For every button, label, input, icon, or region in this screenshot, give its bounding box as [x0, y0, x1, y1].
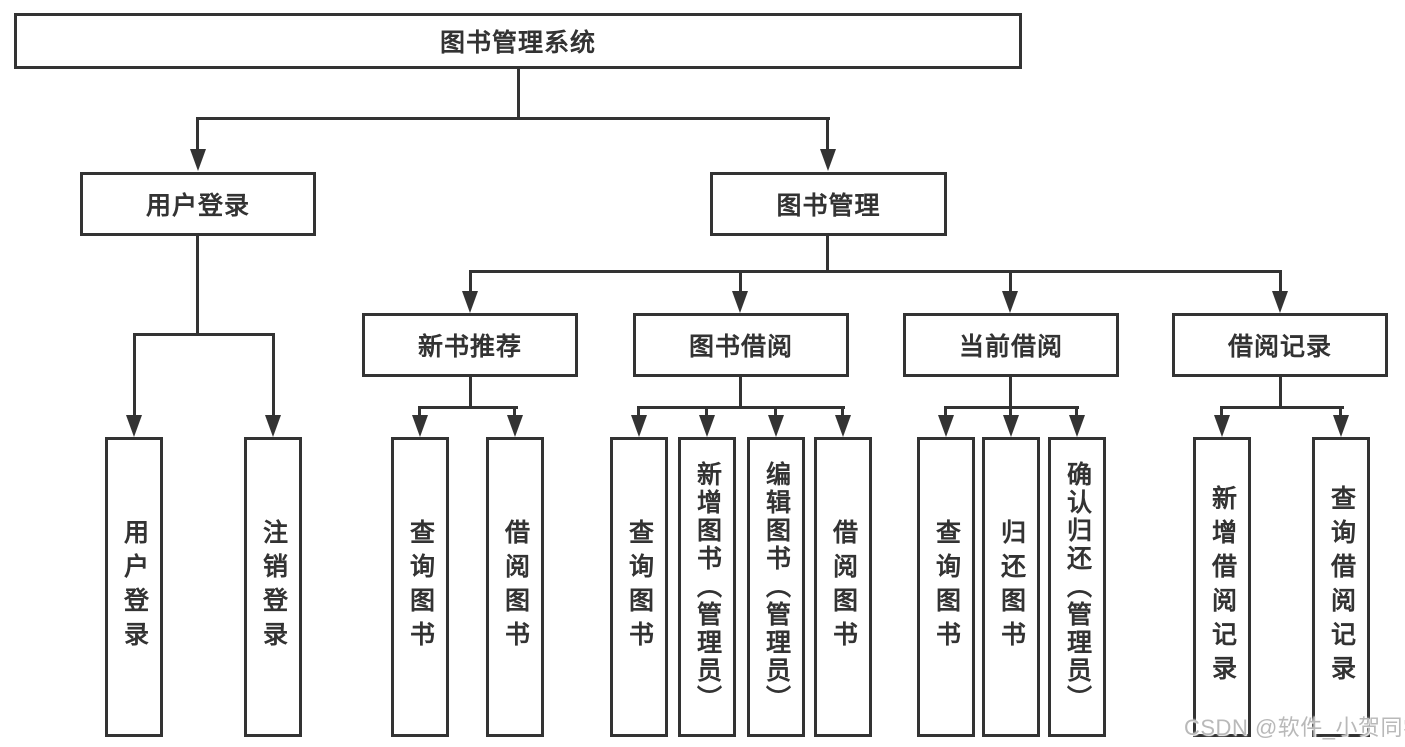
leaf-borrow-books: 借阅图书 — [814, 437, 872, 737]
arrowhead-book-management — [820, 149, 836, 171]
leaf-user-login: 用户登录 — [105, 437, 163, 737]
connector-root-stem — [517, 69, 520, 118]
node-current-borrow: 当前借阅 — [903, 313, 1119, 377]
connector-borrow-records-stem — [1279, 377, 1282, 409]
connector-stub — [774, 406, 777, 417]
arrowhead-new-book — [462, 291, 478, 313]
leaf-query-borrow-record: 查询借阅记录 — [1312, 437, 1370, 737]
arrowhead-leaf-logout — [265, 415, 281, 437]
connector-user-login-hline — [133, 333, 275, 336]
connector-user-login-stem — [196, 236, 199, 336]
connector-stub — [705, 406, 708, 417]
csdn-watermark: CSDN @软件_小贺同学 — [1184, 715, 1405, 740]
connector-stub-user-login — [196, 117, 199, 151]
arrowhead-current-borrow — [1002, 291, 1018, 313]
connector-borrow-records-hline — [1220, 406, 1344, 409]
arrowhead-leaf-login — [126, 415, 142, 437]
arrowhead-leaf — [768, 415, 784, 437]
connector-book-management-stem — [826, 236, 829, 273]
node-book-management: 图书管理 — [710, 172, 947, 236]
leaf-query-books: 查询图书 — [610, 437, 668, 737]
connector-stub — [513, 406, 516, 417]
leaf-return-books: 归还图书 — [982, 437, 1040, 737]
connector-current-borrow-stem — [1009, 377, 1012, 409]
arrowhead-leaf — [1069, 415, 1085, 437]
arrowhead-leaf — [835, 415, 851, 437]
arrowhead-leaf — [412, 415, 428, 437]
arrowhead-leaf — [631, 415, 647, 437]
leaf-confirm-return-admin: 确认归还（管理员） — [1048, 437, 1106, 737]
connector-stub — [841, 406, 844, 417]
node-root-library-management-system: 图书管理系统 — [14, 13, 1022, 69]
connector-new-book-hline — [418, 406, 518, 409]
connector-stub-current-borrow — [1009, 270, 1012, 293]
arrowhead-leaf — [938, 415, 954, 437]
connector-stub-leaf-login — [133, 333, 136, 415]
connector-stub — [944, 406, 947, 417]
leaf-borrow-books: 借阅图书 — [486, 437, 544, 737]
connector-stub-new-book — [469, 270, 472, 293]
arrowhead-leaf — [699, 415, 715, 437]
arrowhead-user-login — [190, 149, 206, 171]
connector-stub-book-management — [826, 117, 829, 151]
connector-book-borrow-stem — [739, 377, 742, 409]
connector-stub-borrow-records — [1279, 270, 1282, 293]
connector-stub — [1339, 406, 1342, 417]
connector-level1-hline — [196, 117, 830, 120]
node-book-borrow: 图书借阅 — [633, 313, 849, 377]
node-borrow-records: 借阅记录 — [1172, 313, 1388, 377]
connector-new-book-stem — [469, 377, 472, 409]
node-user-login: 用户登录 — [80, 172, 316, 236]
arrowhead-leaf — [1333, 415, 1349, 437]
node-new-book-recommend: 新书推荐 — [362, 313, 578, 377]
leaf-edit-books-admin: 编辑图书（管理员） — [747, 437, 805, 737]
connector-level3-hline — [469, 270, 1282, 273]
connector-stub — [1009, 406, 1012, 417]
arrowhead-leaf — [507, 415, 523, 437]
leaf-add-books-admin: 新增图书（管理员） — [678, 437, 736, 737]
leaf-query-books: 查询图书 — [391, 437, 449, 737]
connector-stub — [418, 406, 421, 417]
connector-stub-leaf-logout — [272, 333, 275, 415]
connector-stub — [637, 406, 640, 417]
connector-stub — [1075, 406, 1078, 417]
connector-stub — [1220, 406, 1223, 417]
connector-stub-book-borrow — [739, 270, 742, 293]
arrowhead-leaf — [1214, 415, 1230, 437]
leaf-add-borrow-record: 新增借阅记录 — [1193, 437, 1251, 737]
connector-book-borrow-hline — [637, 406, 845, 409]
arrowhead-leaf — [1003, 415, 1019, 437]
arrowhead-book-borrow — [732, 291, 748, 313]
leaf-query-books: 查询图书 — [917, 437, 975, 737]
arrowhead-borrow-records — [1272, 291, 1288, 313]
leaf-logout: 注销登录 — [244, 437, 302, 737]
